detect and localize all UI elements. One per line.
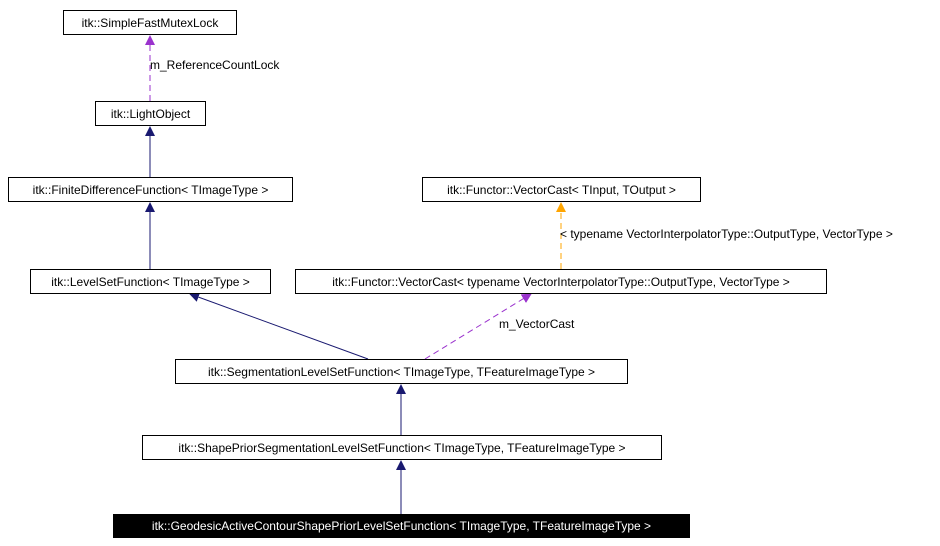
node-simple-fast-mutex-lock[interactable]: itk::SimpleFastMutexLock [63, 10, 237, 35]
node-light-object[interactable]: itk::LightObject [95, 101, 206, 126]
edge-label-vector-cast-member: m_VectorCast [499, 317, 575, 331]
node-level-set-function[interactable]: itk::LevelSetFunction< TImageType > [30, 269, 271, 294]
node-finite-difference-function[interactable]: itk::FiniteDifferenceFunction< TImageTyp… [8, 177, 293, 202]
node-geodesic-active-contour-shape-prior-level-set-function: itk::GeodesicActiveContourShapePriorLeve… [113, 514, 690, 538]
node-shape-prior-segmentation-level-set-function[interactable]: itk::ShapePriorSegmentationLevelSetFunct… [142, 435, 662, 460]
edge-vector-cast-member [424, 293, 532, 360]
edge-label-reference-count-lock: m_ReferenceCountLock [150, 58, 280, 72]
node-vector-cast-instance[interactable]: itk::Functor::VectorCast< typename Vecto… [295, 269, 827, 294]
edge-inherits-level-set-function [189, 292, 369, 360]
node-segmentation-level-set-function[interactable]: itk::SegmentationLevelSetFunction< TImag… [175, 359, 628, 384]
edge-label-template-args: < typename VectorInterpolatorType::Outpu… [560, 227, 893, 241]
node-vector-cast-template[interactable]: itk::Functor::VectorCast< TInput, TOutpu… [422, 177, 701, 202]
